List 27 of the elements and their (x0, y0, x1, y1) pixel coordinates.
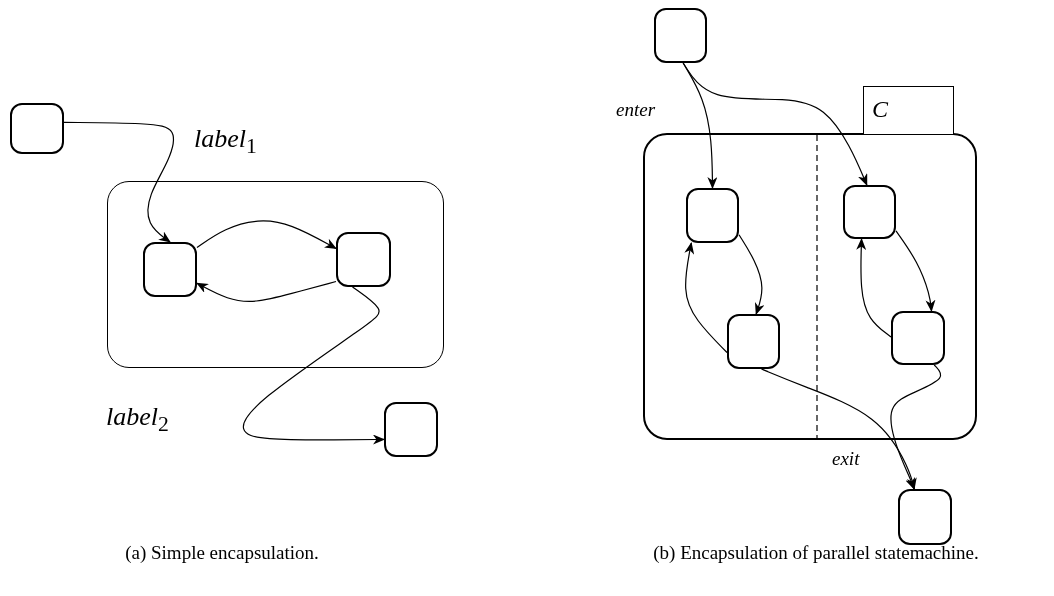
subfigure-caption: (a) Simple encapsulation. (125, 542, 319, 564)
transition-arrow (196, 280, 337, 302)
state-box (891, 311, 945, 365)
composite-state-box (643, 133, 977, 440)
edge-label: exit (830, 449, 862, 468)
subfigure-caption: (b) Encapsulation of parallel statemachine. (653, 542, 979, 564)
transition-arrow (682, 62, 868, 186)
transition-arrow (196, 220, 337, 250)
state-box (336, 232, 391, 287)
state-box (384, 402, 438, 457)
transition-arrow (63, 121, 175, 243)
state-box (654, 8, 707, 63)
state-box (143, 242, 197, 297)
state-box (686, 188, 739, 243)
state-box (10, 103, 64, 154)
state-name: C (872, 97, 888, 121)
transition-arrow (738, 234, 765, 315)
state-box (898, 489, 952, 545)
state-box (843, 185, 896, 239)
state-box (727, 314, 780, 369)
composite-state-box (107, 181, 444, 368)
transition-arrow (684, 242, 728, 354)
state-tab (863, 86, 954, 134)
transition-arrow (890, 364, 942, 490)
transition-arrow (856, 238, 892, 338)
transition-arrow (895, 230, 936, 312)
transition-arrow (242, 286, 385, 445)
